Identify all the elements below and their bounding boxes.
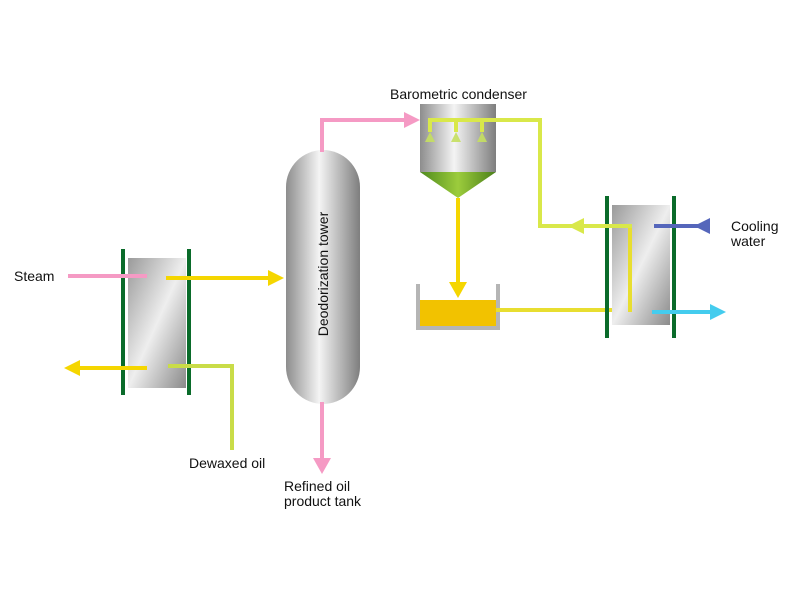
dewaxed-oil-line — [166, 276, 268, 450]
left-heat-exchanger — [121, 249, 191, 395]
refined-oil-label-line1: Refined oil — [284, 478, 351, 494]
refined-oil-arrow — [313, 458, 331, 474]
left-exchanger-frame-right — [187, 249, 191, 395]
return-arrow — [568, 218, 584, 234]
condenser-water-return-line — [538, 118, 584, 228]
condenser-cone — [420, 172, 496, 198]
tank-liquid — [420, 300, 496, 326]
right-exchanger-body — [612, 205, 670, 325]
cooling-water-outlet-arrow — [710, 304, 726, 320]
right-heat-exchanger — [605, 196, 676, 338]
hot-well-tank — [416, 284, 500, 330]
tower-feed-arrow — [268, 270, 284, 286]
left-exchanger-frame-left — [121, 249, 125, 395]
right-exchanger-frame-left — [605, 196, 609, 338]
barometric-condenser-label: Barometric condenser — [390, 86, 527, 102]
cooling-water-label-line1: Cooling — [731, 218, 779, 234]
tank-bottom — [416, 326, 500, 330]
tank-outlet-line — [496, 224, 632, 312]
refined-oil-label-line2: product tank — [284, 493, 362, 509]
spray-nozzle-1 — [425, 132, 435, 142]
spray-nozzle-2 — [451, 132, 461, 142]
spray-nozzle-3 — [477, 132, 487, 142]
downcomer-arrow — [449, 282, 467, 298]
steam-outlet-arrow — [64, 360, 80, 376]
tank-wall-left — [416, 284, 420, 330]
deodorization-tower-label: Deodorization tower — [315, 211, 331, 337]
cooling-water-label-line2: water — [731, 233, 766, 249]
spray-header — [428, 118, 540, 132]
steam-line — [68, 274, 149, 370]
spray-nozzles — [425, 132, 487, 142]
condenser-inlet-arrow — [404, 112, 420, 128]
tower-overhead-line — [320, 118, 404, 152]
dewaxed-oil-label: Dewaxed oil — [189, 455, 266, 471]
cooling-water-line — [652, 224, 710, 314]
steam-label: Steam — [14, 268, 55, 284]
tank-wall-right — [496, 284, 500, 330]
deodorization-tower — [286, 150, 360, 404]
right-exchanger-frame-right — [672, 196, 676, 338]
